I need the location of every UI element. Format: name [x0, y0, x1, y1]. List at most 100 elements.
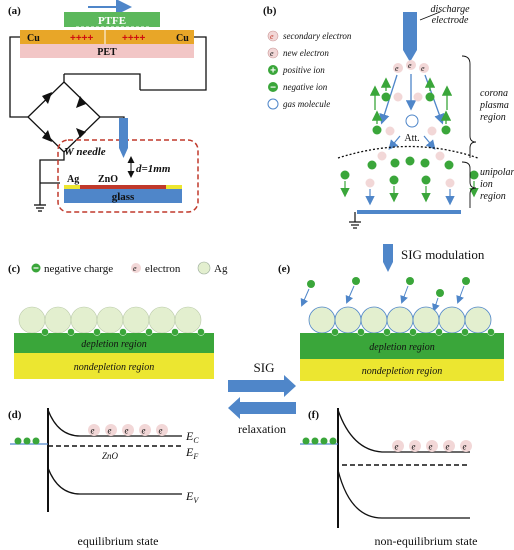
plasma-boundary [337, 145, 479, 159]
w-needle-label: W needle [64, 146, 106, 158]
panel-e: (e) SIG modulation depletion region nond… [278, 244, 504, 381]
unipolar-label-1: unipolar [480, 167, 514, 178]
panel-b: (b) discharge electrode e secondary elec… [263, 4, 514, 229]
attachment-label: Att. [404, 133, 419, 144]
depletion-region-e [300, 333, 504, 359]
panel-d-label: (d) [8, 409, 22, 421]
legend-ag: Ag [214, 263, 228, 275]
legend-secondary-electron: secondary electron [283, 31, 352, 41]
corona-particles: e e e Att. [367, 60, 454, 170]
legend-electron: electron [145, 263, 181, 275]
panel-a: (a) PTFE Cu Cu ++++ ++++ PET [8, 0, 207, 213]
electrons-d: e e e e e [88, 424, 168, 436]
legend-new-electron-symbol: e [270, 49, 274, 58]
electron-mark: e [108, 426, 112, 436]
corona-bracket [461, 55, 477, 158]
panel-e-label: (e) [278, 263, 291, 275]
ag-spheres-c [18, 306, 202, 334]
electron-mark: e [446, 442, 450, 452]
sig-arrow [228, 375, 296, 397]
nondepletion-region-c [14, 353, 214, 379]
electron-mark: e [142, 426, 146, 436]
depletion-region-c [14, 333, 214, 353]
electron-mark: e [159, 426, 163, 436]
discharge-label-1: discharge [430, 4, 470, 15]
glass-label: glass [112, 191, 135, 203]
ev-label: EV [185, 489, 199, 505]
unipolar-label-3: region [480, 191, 506, 202]
corona-label-3: region [480, 112, 506, 123]
electron-mark: e [125, 426, 129, 436]
relaxation-arrow-label: relaxation [238, 422, 286, 436]
zno-label-d: ZnO [102, 451, 119, 461]
conduction-band-f [337, 409, 470, 453]
panel-c-label: (c) [8, 263, 21, 275]
valence-band-f [337, 469, 470, 519]
negative-charges-e [331, 328, 495, 336]
unipolar-ions [340, 170, 479, 206]
w-needle [119, 118, 128, 148]
panel-c: (c) negative charge e electron Ag deplet… [8, 261, 228, 379]
gap-label: d=1mm [136, 163, 171, 175]
legend-electron-symbol: e [133, 264, 137, 273]
zno-film [80, 185, 166, 189]
electron-mark: e [412, 442, 416, 452]
unipolar-bracket [461, 161, 477, 208]
electrons-f: e e e e e [392, 440, 472, 452]
transition-arrows: SIG relaxation [228, 360, 296, 436]
electron-mark: e [395, 64, 399, 73]
panel-f: (f) e e e e e non-equilibrium state [300, 408, 477, 548]
equilibrium-caption: equilibrium state [78, 534, 159, 548]
electron-mark: e [408, 61, 412, 70]
relaxation-arrow [228, 397, 296, 419]
ag-spheres-e [308, 306, 492, 334]
panel-b-label: (b) [263, 5, 277, 17]
depletion-label-c: depletion region [81, 339, 146, 350]
electron-mark: e [421, 64, 425, 73]
plus-charges-left: ++++ [70, 33, 94, 44]
plus-charges-right: ++++ [122, 33, 146, 44]
corona-label-1: corona [480, 88, 508, 99]
corona-label-2: plasma [479, 100, 509, 111]
legend-positive-ion-symbol: + [270, 66, 276, 77]
panel-a-label: (a) [8, 5, 21, 17]
legend-negative-ion-symbol: − [270, 83, 276, 94]
zno-label-a: ZnO [98, 174, 118, 185]
legend-secondary-electron-symbol: e [270, 32, 274, 41]
depletion-label-e: depletion region [369, 342, 434, 353]
cu-right-label: Cu [176, 33, 189, 44]
legend-negative-charge: negative charge [44, 263, 113, 275]
glass-substrate [64, 189, 182, 203]
sig-needle [383, 244, 393, 262]
discharge-label-2: electrode [432, 15, 469, 26]
ag-label: Ag [67, 174, 79, 185]
panel-f-label: (f) [308, 409, 319, 421]
pet-label: PET [97, 47, 117, 58]
panel-d: (d) e e e e e EC EF EV ZnO equilibrium s… [8, 408, 199, 548]
electron-mark: e [429, 442, 433, 452]
ec-label: EC [185, 429, 199, 445]
legend-new-electron: new electron [283, 48, 329, 58]
incoming-charges [300, 277, 470, 312]
panel-b-legend: e secondary electron e new electron + po… [267, 30, 352, 110]
electron-mark: e [463, 442, 467, 452]
nondepletion-label-e: nondepletion region [362, 366, 442, 377]
collector-plate [357, 210, 461, 214]
electron-mark: e [395, 442, 399, 452]
pet-substrate [20, 44, 194, 58]
ground-symbol [34, 204, 46, 212]
ptfe-layer [64, 12, 160, 27]
ptfe-label: PTFE [98, 15, 126, 27]
cu-electrode [20, 30, 194, 44]
unipolar-label-2: ion [480, 179, 493, 190]
electron-mark: e [91, 426, 95, 436]
sig-modulation-title: SIG modulation [401, 247, 485, 262]
legend-positive-ion: positive ion [282, 65, 325, 75]
conduction-band-d [47, 409, 182, 437]
cu-left-label: Cu [27, 33, 40, 44]
valence-band-d [47, 467, 182, 495]
negative-charges-c [41, 328, 205, 336]
legend-negative-ion: negative ion [283, 82, 328, 92]
ef-label: EF [185, 445, 198, 461]
legend-gas-molecule: gas molecule [283, 99, 330, 109]
